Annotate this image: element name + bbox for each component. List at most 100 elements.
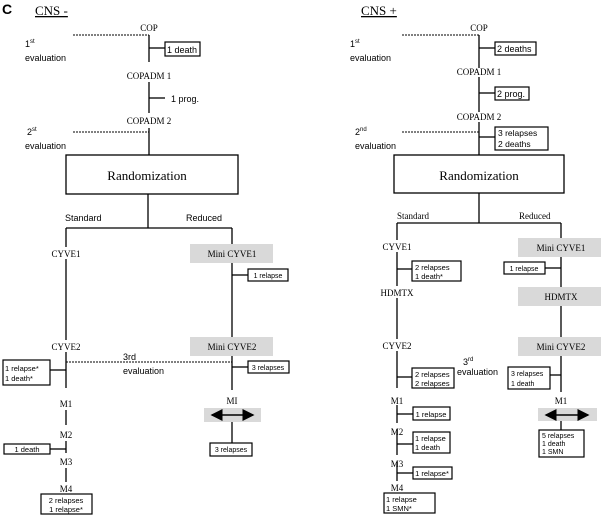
- step-cyve1: CYVE1: [383, 242, 412, 252]
- evaluation-label: evaluation: [25, 53, 66, 63]
- event-box: [412, 406, 451, 421]
- event-text: 2 relapses: [415, 379, 450, 388]
- step-m2: M2: [60, 430, 73, 440]
- panel-letter: C: [2, 1, 12, 17]
- step-bg: [378, 339, 416, 351]
- panel-cns-positive: CNS + COP COPADM 1 COPADM 2 1st evaluati…: [350, 3, 601, 514]
- event-text: 3 relapses: [252, 365, 285, 372]
- arm-label-reduced: Reduced: [519, 211, 551, 221]
- event-text: 5 relapses: [542, 433, 575, 440]
- event-text: 1 death: [511, 381, 534, 388]
- step-hdmtx: HDMTX: [381, 288, 414, 298]
- step-copadm2: COPADM 2: [127, 116, 171, 126]
- step-cop: COP: [470, 23, 488, 33]
- event-box: [247, 268, 289, 282]
- panel-title: CNS -: [35, 3, 68, 18]
- event-box: [411, 260, 462, 282]
- event-text: 1 SMN: [542, 449, 563, 456]
- evaluation-label: 3rd: [123, 352, 136, 362]
- event-text: 1 relapse*: [49, 505, 83, 514]
- event-text: 1 relapse: [386, 495, 417, 504]
- event-text: 1 prog.: [171, 94, 199, 104]
- step-cyve2: CYVE2: [383, 341, 412, 351]
- event-box: [383, 492, 436, 514]
- step-m4: M4: [391, 483, 404, 493]
- step-mini-cyve2: Mini CYVE2: [537, 342, 586, 352]
- event-box: [503, 261, 546, 275]
- event-text: 2 relapses: [415, 370, 450, 379]
- step-hdmtx: HDMTX: [545, 292, 578, 302]
- event-text: 1 relapse*: [415, 469, 449, 478]
- step-mi: MI: [227, 396, 238, 406]
- event-box: [494, 126, 549, 151]
- randomization-label: Randomization: [107, 168, 187, 183]
- event-box: [40, 493, 93, 515]
- step-m1: M1: [60, 399, 73, 409]
- step-m4: M4: [60, 484, 73, 494]
- event-text: 2 deaths: [498, 139, 531, 149]
- reduced-step-box: [518, 287, 601, 306]
- step-mini-cyve2: Mini CYVE2: [208, 342, 257, 352]
- event-text: 1 death: [14, 445, 39, 454]
- step-bg: [48, 340, 84, 352]
- reduced-step-box: [518, 238, 601, 257]
- evaluation-label: 3rd: [463, 357, 473, 367]
- event-text: 1 death: [167, 45, 197, 55]
- event-text: 1 relapse*: [5, 364, 39, 373]
- step-bg: [378, 240, 416, 252]
- event-box: [411, 367, 455, 389]
- evaluation-label: evaluation: [457, 367, 498, 377]
- event-text: 1 death: [415, 443, 440, 452]
- event-text: 1 relapse: [416, 410, 447, 419]
- event-text: 3 relapses: [215, 447, 248, 454]
- event-text: 1 relapse: [254, 273, 283, 280]
- step-cop: COP: [140, 23, 158, 33]
- evaluation-label: evaluation: [123, 366, 164, 376]
- event-box: [247, 360, 290, 374]
- evaluation-label: evaluation: [25, 141, 66, 151]
- randomization-label: Randomization: [439, 168, 519, 183]
- evaluation-label: 1st: [25, 39, 35, 49]
- event-text: 2 relapses: [415, 263, 450, 272]
- event-text: 1 death*: [5, 374, 33, 383]
- step-cyve2: CYVE2: [52, 342, 81, 352]
- arm-label-reduced: Reduced: [186, 213, 222, 223]
- event-text: 2 prog.: [497, 89, 525, 99]
- event-text: 3 relapses: [498, 128, 537, 138]
- event-box: [538, 429, 585, 458]
- step-copadm2: COPADM 2: [457, 112, 501, 122]
- event-text: 3 relapses: [511, 371, 544, 378]
- arm-label-standard: Standard: [397, 211, 429, 221]
- event-box: [209, 442, 253, 457]
- event-text: 2 relapses: [49, 496, 84, 505]
- event-text: 2 deaths: [497, 44, 532, 54]
- event-box: [2, 359, 51, 386]
- reduced-step-box: [190, 244, 273, 263]
- event-text: 1 relapse: [415, 434, 446, 443]
- event-box: [412, 466, 453, 480]
- panel-title: CNS +: [361, 3, 397, 18]
- event-text: 1 death: [542, 441, 565, 448]
- event-box: [3, 443, 51, 455]
- evaluation-label: evaluation: [355, 141, 396, 151]
- step-m3: M3: [60, 457, 73, 467]
- step-mini-cyve1: Mini CYVE1: [537, 243, 586, 253]
- randomization-box: [393, 154, 565, 194]
- event-box: [494, 41, 537, 56]
- event-box: [412, 431, 451, 454]
- step-copadm1: COPADM 1: [457, 67, 501, 77]
- event-box: [164, 41, 201, 57]
- step-m1: M1: [555, 396, 568, 406]
- event-text: 1 SMN*: [386, 504, 412, 513]
- event-box: [507, 366, 551, 390]
- event-box: [494, 86, 530, 101]
- reduced-step-box: [518, 337, 601, 356]
- panel-cns-negative: CNS - COP COPADM 1 COPADM 2 1st evaluati…: [2, 3, 290, 515]
- arm-label-standard: Standard: [65, 213, 102, 223]
- evaluation-label: 2nd: [355, 127, 367, 137]
- event-text: 1 relapse: [510, 266, 539, 273]
- step-bg: [376, 286, 418, 298]
- evaluation-label: evaluation: [350, 53, 391, 63]
- reduced-step-box: [190, 337, 273, 356]
